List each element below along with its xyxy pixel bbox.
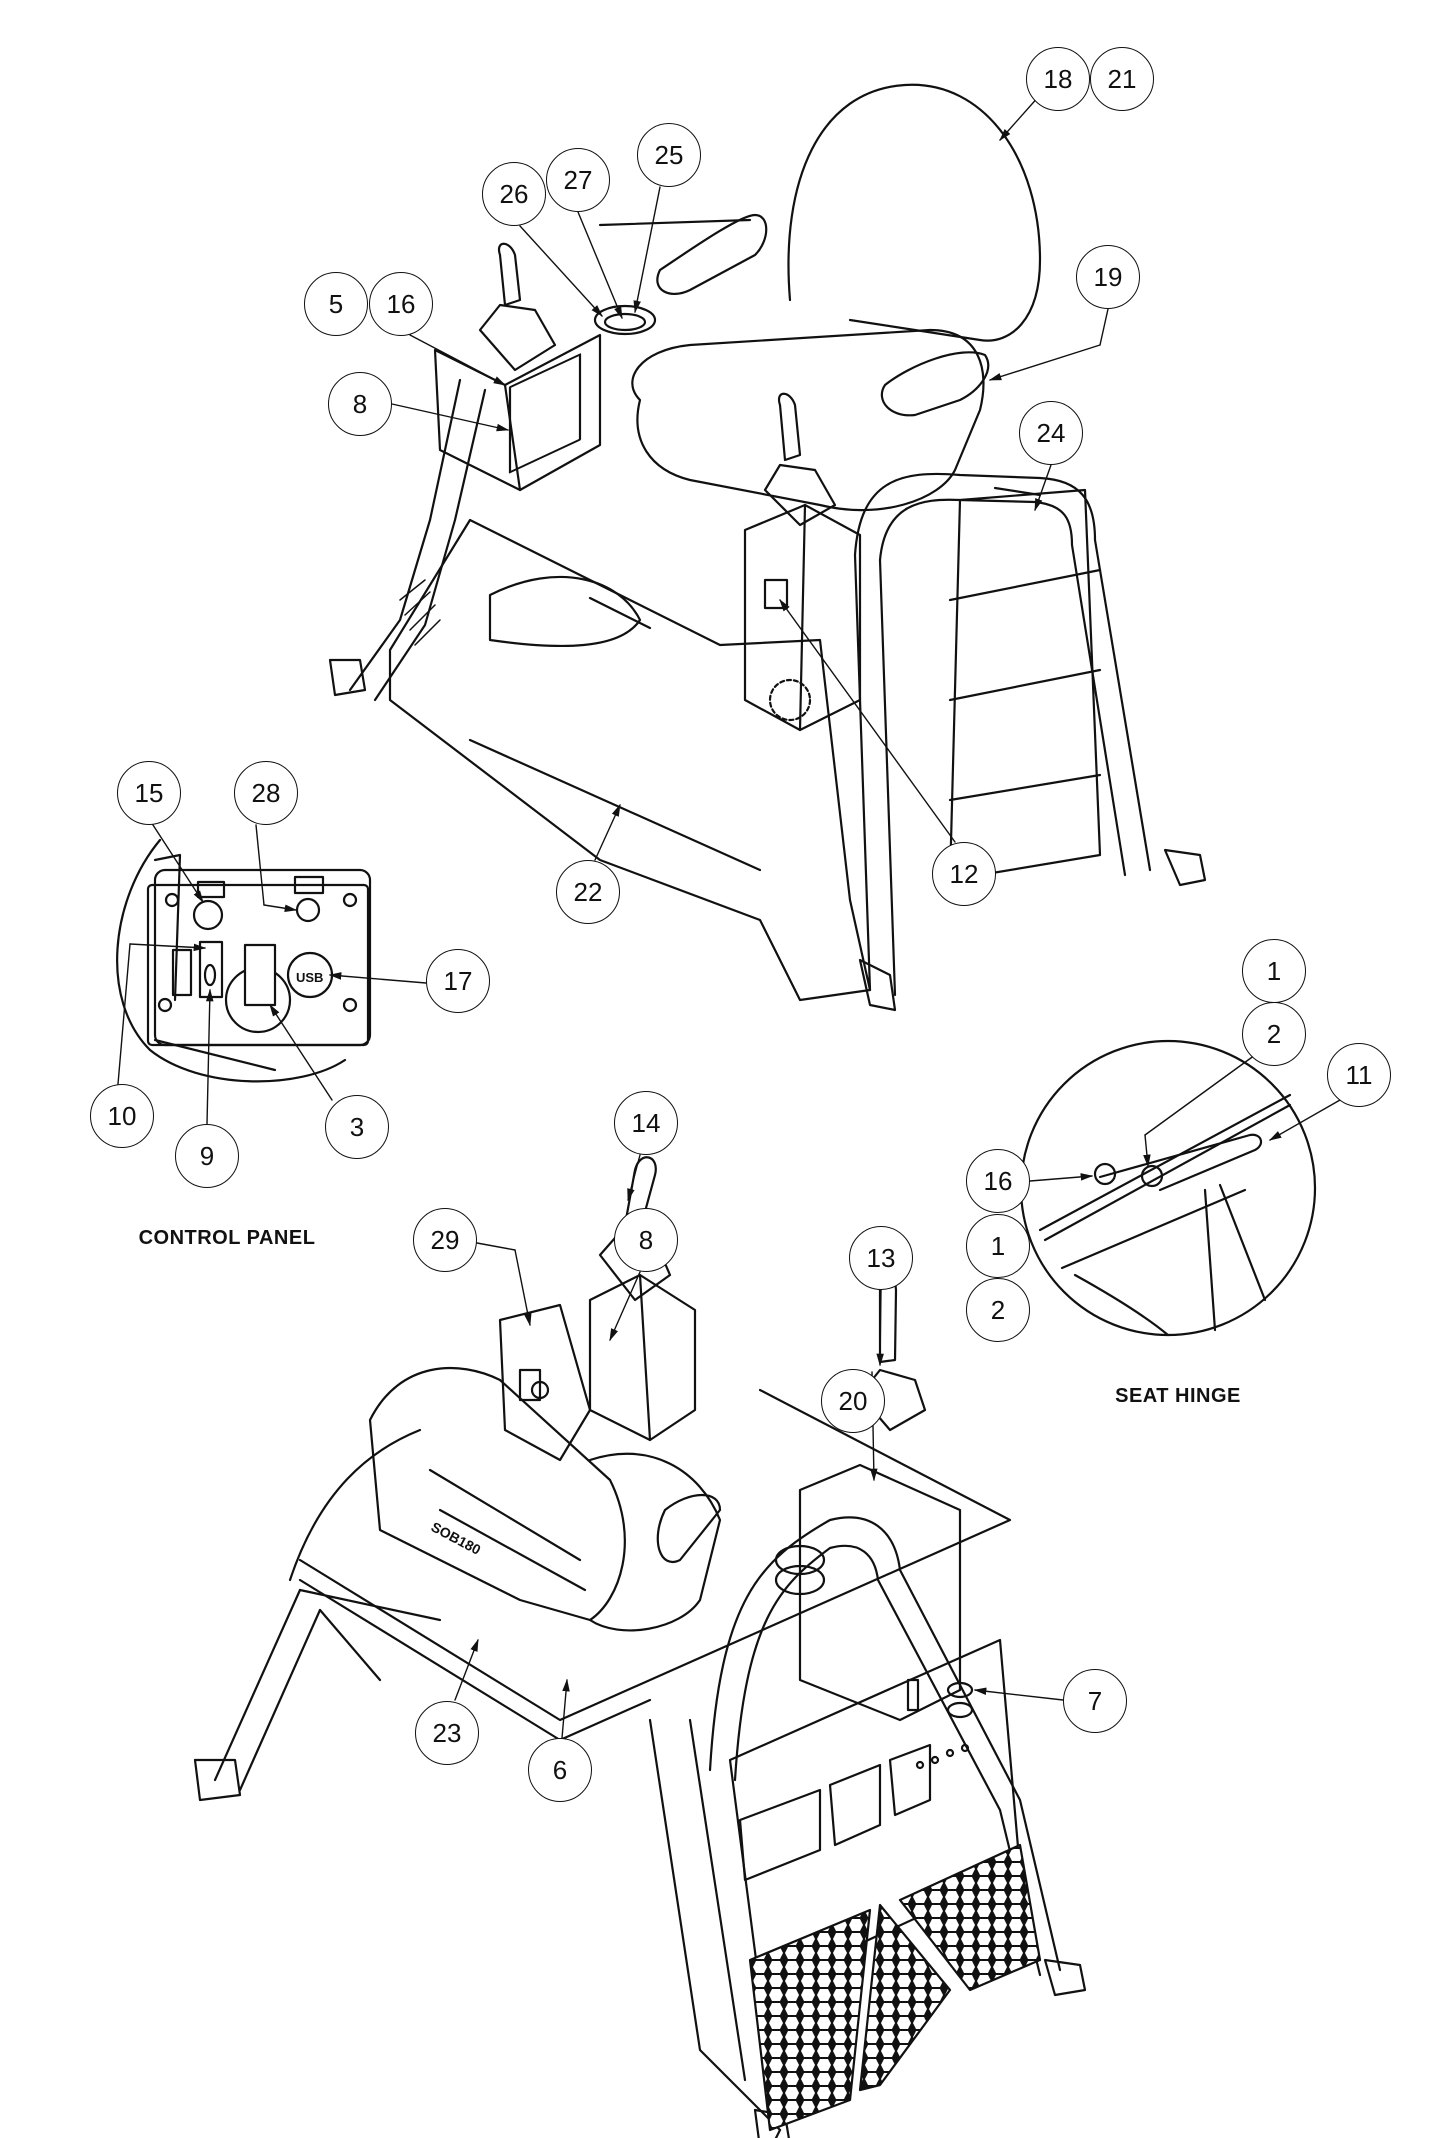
callout-2-hinge: 2 xyxy=(966,1278,1030,1342)
callout-3: 3 xyxy=(325,1095,389,1159)
callout-24: 24 xyxy=(1019,401,1083,465)
callout-14: 14 xyxy=(614,1091,678,1155)
callout-10: 10 xyxy=(90,1084,154,1148)
top-assembly xyxy=(328,83,1207,1012)
callout-16-hinge: 16 xyxy=(966,1149,1030,1213)
control-panel-detail xyxy=(116,838,372,1083)
callout-28: 28 xyxy=(234,761,298,825)
callout-1: 1 xyxy=(1242,939,1306,1003)
callout-12: 12 xyxy=(932,842,996,906)
callout-11: 11 xyxy=(1327,1043,1391,1107)
callout-16: 16 xyxy=(369,272,433,336)
seat-hinge-caption: SEAT HINGE xyxy=(1115,1385,1241,1407)
callout-25: 25 xyxy=(637,123,701,187)
callout-6: 6 xyxy=(528,1738,592,1802)
callout-23: 23 xyxy=(415,1701,479,1765)
callout-18: 18 xyxy=(1026,47,1090,111)
top-leaders xyxy=(391,94,1109,861)
seat-hinge-detail xyxy=(1019,1039,1317,1337)
seat-hinge-leaders xyxy=(1029,1054,1341,1182)
callout-15: 15 xyxy=(117,761,181,825)
callout-17: 17 xyxy=(426,949,490,1013)
callout-21: 21 xyxy=(1090,47,1154,111)
callout-2: 2 xyxy=(1242,1002,1306,1066)
callout-8-front: 8 xyxy=(614,1208,678,1272)
callout-1-hinge: 1 xyxy=(966,1214,1030,1278)
callout-8: 8 xyxy=(328,372,392,436)
callout-20: 20 xyxy=(821,1369,885,1433)
callout-13: 13 xyxy=(849,1226,913,1290)
usb-label: USB xyxy=(296,970,323,985)
callout-27: 27 xyxy=(546,148,610,212)
callout-5: 5 xyxy=(304,272,368,336)
seat-back-text: SOB180 xyxy=(429,1519,484,1558)
callout-26: 26 xyxy=(482,162,546,226)
control-panel-caption: CONTROL PANEL xyxy=(138,1227,316,1249)
control-panel-leaders xyxy=(117,824,427,1125)
callout-22: 22 xyxy=(556,860,620,924)
callout-7: 7 xyxy=(1063,1669,1127,1733)
callout-29: 29 xyxy=(413,1208,477,1272)
bottom-assembly xyxy=(193,1156,1087,2138)
callout-19: 19 xyxy=(1076,245,1140,309)
callout-9: 9 xyxy=(175,1124,239,1188)
